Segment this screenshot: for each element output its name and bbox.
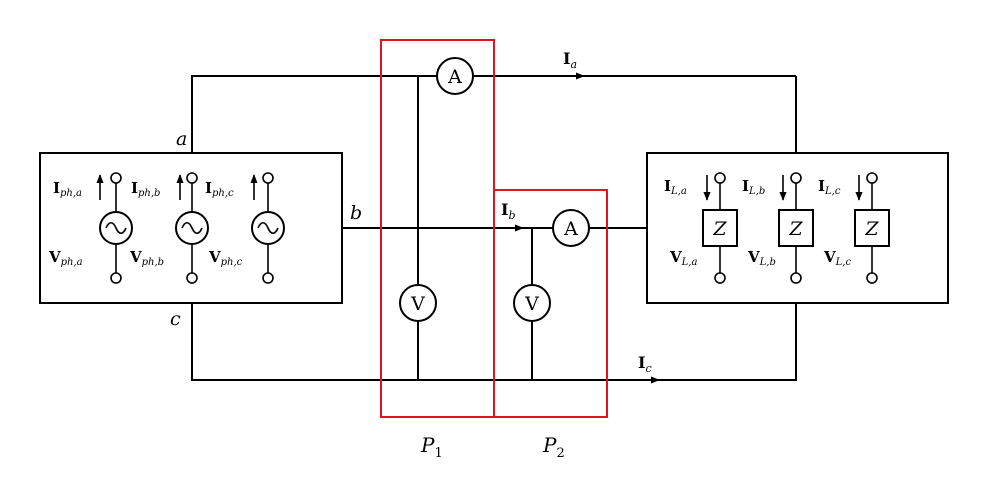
current-c-label: Ic	[638, 353, 652, 375]
load-voltage-c-label: VL,c	[823, 248, 851, 268]
source-current-b-label: Iph,b	[131, 179, 160, 199]
load-current-c-label: IL,c	[818, 177, 841, 197]
load-impedance-b: Z	[788, 218, 803, 240]
load-voltage-b-label: VL,b	[747, 248, 776, 268]
svg-text:A: A	[447, 66, 462, 88]
source-phase-c	[250, 172, 285, 284]
source-phase-a	[96, 172, 133, 284]
ammeter-2: A	[552, 209, 590, 247]
load-phase-b	[778, 172, 814, 284]
load-impedance-c: Z	[864, 218, 879, 240]
load-current-a-label: IL,a	[664, 177, 687, 197]
load-voltage-a-label: VL,a	[669, 248, 697, 268]
current-b-label: Ib	[501, 200, 516, 222]
ac-source-icon	[257, 221, 279, 235]
source-current-c-label: Iph,c	[205, 179, 234, 199]
line-a-wire	[191, 75, 797, 153]
ammeter-1: A	[436, 57, 474, 95]
voltmeter-2: V	[513, 284, 551, 322]
ac-source-icon	[105, 221, 127, 235]
load-phase-a	[702, 172, 738, 284]
voltmeter-1: V	[399, 284, 437, 322]
source-voltage-c-label: Vph,c	[208, 248, 243, 268]
svg-text:A: A	[563, 218, 578, 240]
load-impedance-a: Z	[712, 218, 727, 240]
node-b-label: b	[350, 202, 362, 224]
source-phase-b	[175, 172, 209, 284]
source-voltage-b-label: Vph,b	[129, 248, 164, 268]
current-a-label: Ia	[563, 49, 577, 71]
wattmeter-p2-label: P2	[542, 433, 565, 461]
load-block	[646, 152, 949, 304]
load-current-b-label: IL,b	[742, 177, 765, 197]
wattmeter-p1-label: P1	[420, 433, 443, 461]
source-block	[39, 152, 343, 304]
ac-source-icon	[181, 221, 203, 235]
source-voltage-a-label: Vph,a	[48, 248, 83, 268]
svg-text:V: V	[524, 293, 539, 315]
load-phase-c	[854, 172, 890, 284]
wattmeter-p2-box	[493, 189, 608, 418]
node-c-label: c	[170, 308, 181, 330]
svg-text:V: V	[410, 293, 425, 315]
node-a-label: a	[176, 128, 187, 150]
source-current-a-label: Iph,a	[53, 179, 82, 199]
